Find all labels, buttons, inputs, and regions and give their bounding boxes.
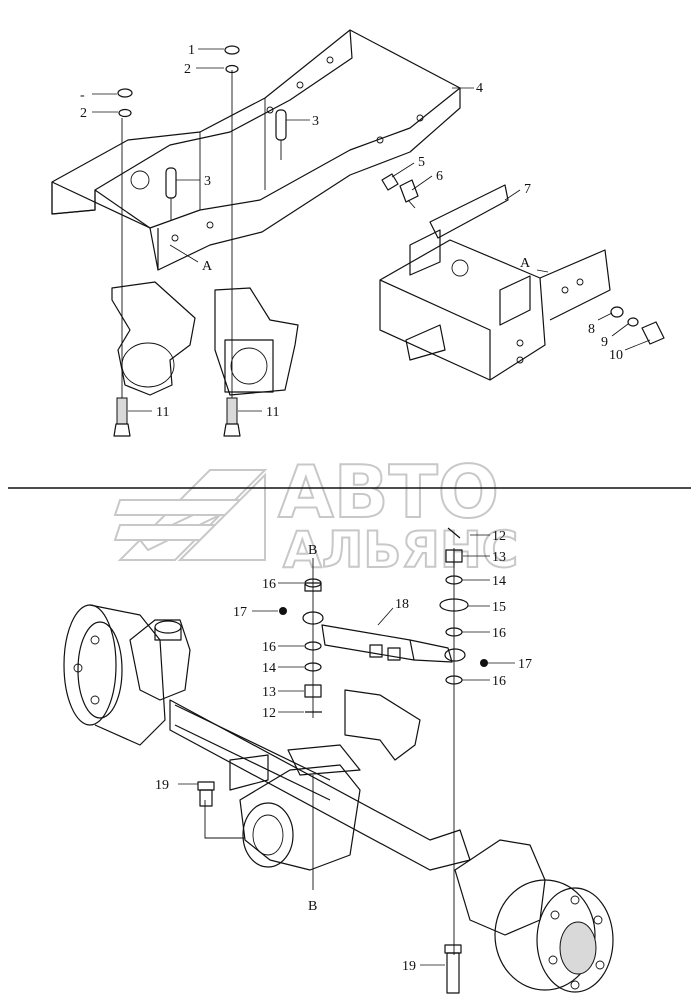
callout-12b: 12 xyxy=(262,706,276,721)
callout-17b: 17 xyxy=(518,657,532,672)
mount-left xyxy=(111,281,196,437)
callout-2a: 2 xyxy=(184,62,191,77)
callout-1: 1 xyxy=(188,43,195,58)
callout-2b: 2 xyxy=(80,106,87,121)
callout-6: 6 xyxy=(436,169,443,184)
fastener-stack-right xyxy=(439,527,488,685)
axle-assembly xyxy=(63,527,614,994)
bolt-part-19 xyxy=(197,781,462,994)
steering-cylinder-part-18 xyxy=(302,611,466,663)
leader-lines-bottom xyxy=(178,534,515,966)
knuckle-left xyxy=(129,619,191,701)
leader-lines-top xyxy=(92,48,651,412)
callout-4: 4 xyxy=(476,81,483,96)
axle-beam xyxy=(169,689,471,871)
callout-16c: 16 xyxy=(262,640,276,655)
callout-A1: A xyxy=(202,259,213,274)
callouts-bottom: 12 13 14 15 16 16 16 17 17 18 16 14 13 1… xyxy=(155,529,532,974)
watermark-line2: АЛЬЯНС xyxy=(283,521,518,579)
callout-11a: 11 xyxy=(156,405,169,420)
callout-B1: B xyxy=(308,543,317,558)
callout-14a: 14 xyxy=(492,574,506,589)
callout-10: 10 xyxy=(609,348,623,363)
watermark-logo: АВТО АЛЬЯНС xyxy=(113,449,519,580)
callout-13a: 13 xyxy=(492,550,506,565)
callout-15: 15 xyxy=(492,600,506,615)
callout-16d: 16 xyxy=(492,674,506,689)
callout-14b: 14 xyxy=(262,661,276,676)
fastener-stack-left xyxy=(279,578,322,713)
pin-part-3 xyxy=(165,109,287,220)
callout-3b: 3 xyxy=(204,174,211,189)
callout-19a: 19 xyxy=(155,778,169,793)
watermark-line1: АВТО xyxy=(278,450,499,534)
watermark-emblem-icon xyxy=(113,469,268,561)
callout-B2: B xyxy=(308,899,317,914)
callout-13b: 13 xyxy=(262,685,276,700)
bolt-part-10 xyxy=(610,306,665,345)
callout-5: 5 xyxy=(418,155,425,170)
callout-dash: - xyxy=(80,88,85,103)
hub-left xyxy=(63,604,166,746)
frame-assembly xyxy=(51,29,665,437)
callout-19b: 19 xyxy=(402,959,416,974)
callout-12a: 12 xyxy=(492,529,506,544)
callout-3a: 3 xyxy=(312,114,319,129)
callout-16a: 16 xyxy=(492,626,506,641)
nut-part-1 xyxy=(117,45,240,118)
callout-17a: 17 xyxy=(233,605,247,620)
callout-A2: A xyxy=(520,256,531,271)
bracket-part-7 xyxy=(379,184,611,381)
callout-7: 7 xyxy=(524,182,531,197)
callout-18: 18 xyxy=(395,597,409,612)
hub-right xyxy=(454,839,614,993)
callouts-top: 1 2 - 2 3 3 4 5 6 7 A A 8 9 10 11 11 xyxy=(80,43,623,420)
callout-8: 8 xyxy=(588,322,595,337)
differential-housing xyxy=(239,744,361,871)
callout-11b: 11 xyxy=(266,405,279,420)
frame-rail xyxy=(51,29,461,271)
callout-9: 9 xyxy=(601,335,608,350)
callout-16b: 16 xyxy=(262,577,276,592)
mount-right xyxy=(214,287,299,437)
bolt-part-6 xyxy=(381,173,419,209)
